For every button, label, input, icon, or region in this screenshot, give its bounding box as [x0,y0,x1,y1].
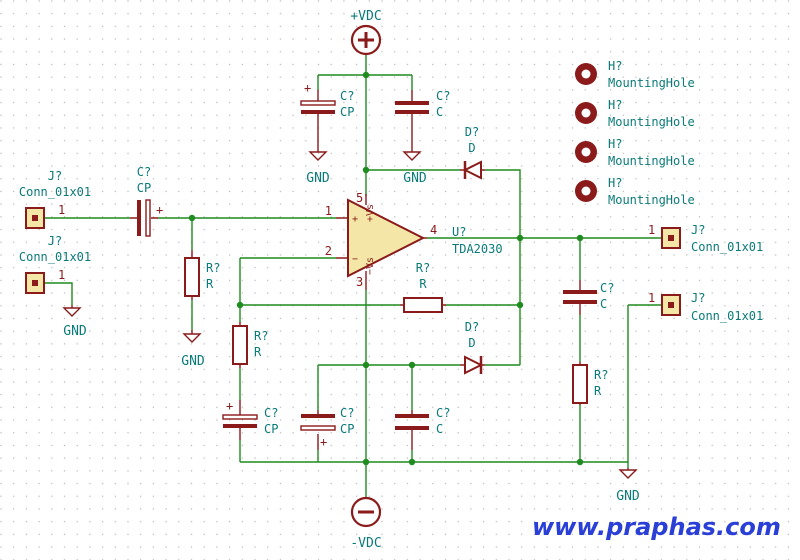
vdc-negative-symbol: -VDC [350,496,382,551]
cap-bot-ref: C? [436,406,450,420]
connector-input: 1 J? Conn_01x01 [19,169,91,229]
cap-bot-p-ref: C? [340,406,354,420]
mounting-hole-1: H? MountingHole [575,59,695,90]
gnd-label-bias: GND [181,354,205,369]
amp-ref: U? [452,225,466,239]
vdc-negative-label: -VDC [350,536,381,551]
gnd-symbols [62,148,638,479]
conn-out-gnd-pin: 1 [648,291,655,305]
capacitor-zobel: C? C [563,280,614,315]
capacitor-top: C? C [395,89,450,148]
conn-gnd-ref: J? [48,234,62,248]
hole-3-ref: H? [608,137,622,151]
cap-top-p-polarity: + [304,81,311,95]
conn-out-pin: 1 [648,223,655,237]
amp-pin-2: 2 [325,244,332,258]
conn-in-ref: J? [48,169,62,183]
diode-top-value: D [468,141,475,155]
cap-fb-ref: C? [264,406,278,420]
tda2030-amplifier: + − +Vs −Vs 1 2 4 5 3 U? TDA2030 [325,191,503,290]
cap-fb-polarity: + [226,399,233,413]
mounting-hole-4: H? MountingHole [575,176,695,207]
amp-value: TDA2030 [452,242,503,256]
cap-top-value: C [436,105,443,119]
conn-in-value: Conn_01x01 [19,185,91,199]
connector-input-gnd: 1 J? Conn_01x01 [19,234,91,294]
res-in-value: R [206,277,214,291]
diode-top-ref: D? [465,125,479,139]
resistor-feedback-shunt: R? R [232,322,268,368]
conn-out-value: Conn_01x01 [691,240,763,254]
res-fb-ref: R? [416,261,430,275]
amp-pin-4: 4 [430,223,437,237]
gnd-label-top-right: GND [403,171,427,186]
capacitor-input-coupling: + C? CP [130,165,163,237]
hole-1-value: MountingHole [608,76,695,90]
cap-in-polarity: + [156,203,163,217]
cap-in-value: CP [137,181,151,195]
res-zobel-ref: R? [594,368,608,382]
amp-mark-minus: − [352,254,358,265]
gnd-label-input: GND [63,324,87,339]
capacitor-bottom-polarized: + C? CP [300,406,354,450]
conn-gnd-pin: 1 [58,268,65,282]
capacitor-feedback-polarized: + C? CP [222,399,278,440]
cap-zobel-ref: C? [600,281,614,295]
amp-mark-plus: + [352,214,358,225]
cap-zobel-value: C [600,297,607,311]
junctions [188,71,584,466]
amp-pin-5: 5 [356,191,363,205]
diode-top: D? D [460,125,485,180]
cap-top-p-ref: C? [340,89,354,103]
hole-2-value: MountingHole [608,115,695,129]
amp-pin-3: 3 [356,275,363,289]
gnd-label-top-left: GND [306,171,330,186]
resistor-input-bias: R? R [184,250,220,300]
cap-bot-value: C [436,422,443,436]
cap-bot-p-value: CP [340,422,354,436]
connector-output: 1 J? Conn_01x01 [648,223,763,254]
conn-in-pin: 1 [58,203,65,217]
conn-out-gnd-value: Conn_01x01 [691,309,763,323]
cap-in-ref: C? [137,165,151,179]
hole-4-value: MountingHole [608,193,695,207]
res-fb-shunt-ref: R? [254,329,268,343]
connector-output-gnd: 1 J? Conn_01x01 [648,291,763,323]
vdc-positive-symbol: +VDC [350,9,382,56]
diode-bottom: D? D [460,320,485,375]
resistor-feedback: R? R [400,261,446,313]
res-fb-shunt-value: R [254,345,262,359]
mounting-hole-3: H? MountingHole [575,137,695,168]
hole-2-ref: H? [608,98,622,112]
conn-out-gnd-ref: J? [691,291,705,305]
capacitor-bottom: C? C [395,406,450,450]
mounting-hole-2: H? MountingHole [575,98,695,129]
cap-top-ref: C? [436,89,450,103]
gnd-label-output: GND [616,489,640,504]
res-fb-value: R [419,277,427,291]
watermark: www.praphas.com [532,513,781,541]
diode-bottom-value: D [468,336,475,350]
amp-mark-vs-plus: +Vs [365,204,376,222]
hole-3-value: MountingHole [608,154,695,168]
hole-4-ref: H? [608,176,622,190]
resistor-zobel: R? R [572,362,608,405]
conn-out-ref: J? [691,223,705,237]
wires [44,55,662,498]
cap-bot-p-polarity: + [320,435,327,449]
cap-fb-value: CP [264,422,278,436]
res-in-ref: R? [206,261,220,275]
hole-1-ref: H? [608,59,622,73]
cap-top-p-value: CP [340,105,354,119]
vdc-positive-label: +VDC [350,9,381,24]
res-zobel-value: R [594,384,602,398]
amp-mark-vs-minus: −Vs [365,257,376,275]
amp-pin-1: 1 [325,204,332,218]
diode-bottom-ref: D? [465,320,479,334]
conn-gnd-value: Conn_01x01 [19,250,91,264]
capacitor-top-polarized: + C? CP [300,81,354,148]
